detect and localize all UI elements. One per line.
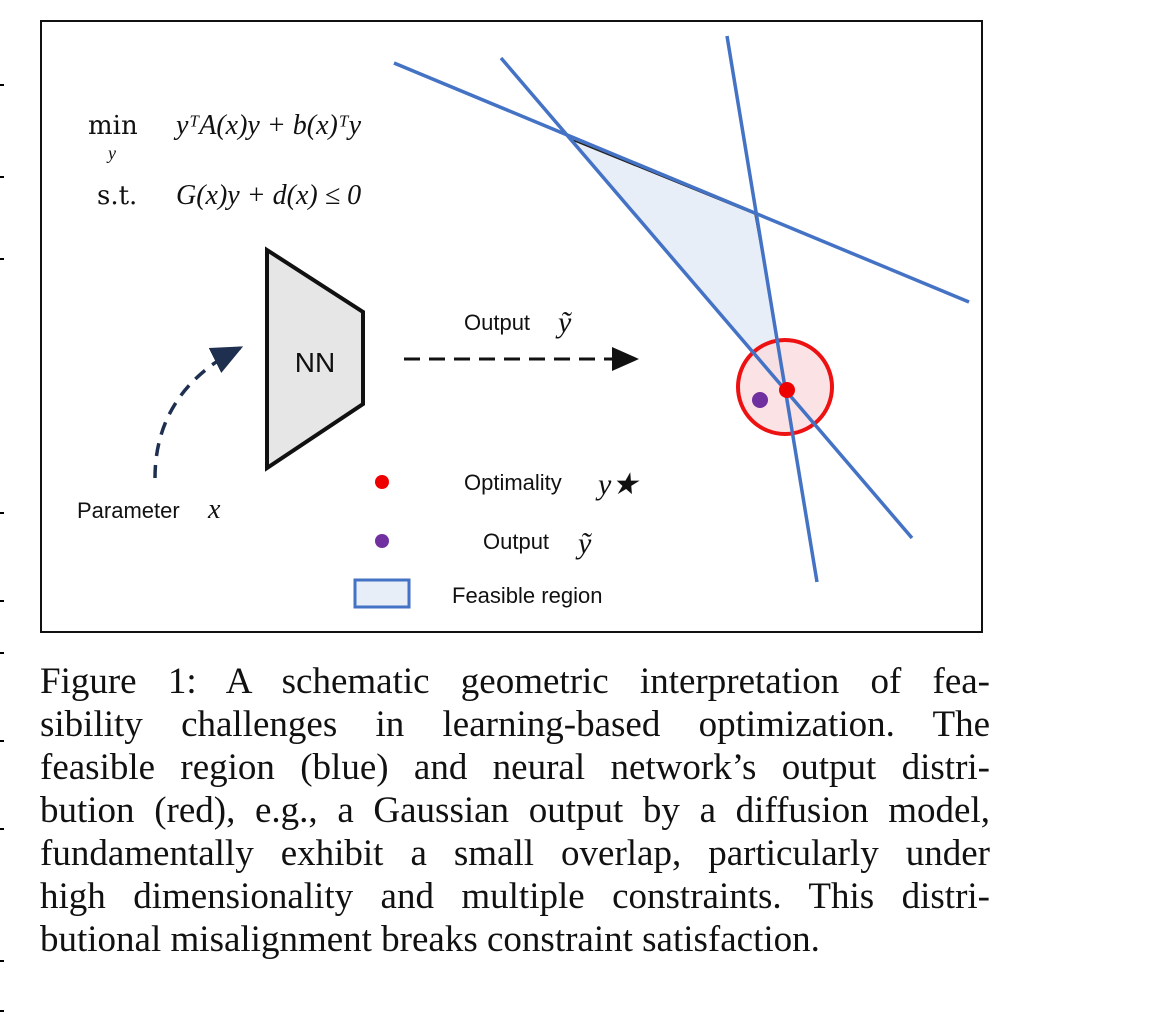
caption-line: bution (red), e.g., a Gaussian output by… — [40, 790, 990, 831]
legend-feasible-label: Feasible region — [452, 583, 602, 608]
figure-canvas: min y yᵀA(x)y + b(x)ᵀy s.t. G(x)y + d(x)… — [77, 35, 970, 609]
margin-tick — [0, 740, 4, 742]
geometric-interpretation — [393, 35, 970, 583]
legend-optimality-marker — [375, 475, 389, 489]
legend-output-symbol: ỹ — [575, 527, 592, 560]
objective-expression: yᵀA(x)y + b(x)ᵀy — [173, 110, 362, 141]
legend: Optimality y★ Output ỹ Feasible region — [353, 468, 640, 609]
constraint-line-2 — [499, 56, 914, 540]
margin-tick — [0, 652, 4, 654]
legend-feasible-swatch — [353, 578, 411, 609]
margin-tick — [0, 828, 4, 830]
output-arrow-symbol: ỹ — [555, 306, 572, 339]
optimization-problem: min y yᵀA(x)y + b(x)ᵀy s.t. G(x)y + d(x)… — [88, 110, 362, 211]
nn-label: NN — [295, 347, 335, 378]
constraint-line-3 — [725, 35, 819, 583]
subject-to: s.t. — [97, 181, 137, 211]
parameter-symbol: x — [207, 494, 221, 525]
constraint-expression: G(x)y + d(x) ≤ 0 — [176, 180, 361, 211]
constraint-line-1 — [393, 61, 970, 304]
figure-1: min y yᵀA(x)y + b(x)ᵀy s.t. G(x)y + d(x)… — [40, 20, 983, 633]
min-variable: y — [106, 143, 116, 163]
min-operator: min — [88, 111, 138, 141]
output-point — [752, 392, 768, 408]
caption-line: fundamentally exhibit a small overlap, p… — [40, 833, 990, 874]
margin-tick — [0, 600, 4, 602]
caption-line: feasible region (blue) and neural networ… — [40, 747, 990, 788]
margin-tick — [0, 258, 4, 260]
parameter-arrow — [153, 346, 244, 479]
caption-line: high dimensionality and multiple constra… — [40, 876, 990, 917]
legend-output-marker — [375, 534, 389, 548]
caption-line: Figure 1: A schematic geometric interpre… — [40, 661, 990, 702]
legend-output-label: Output — [483, 529, 549, 554]
margin-tick — [0, 1010, 4, 1012]
neural-network-block: NN — [265, 246, 365, 472]
caption-line: butional misalignment breaks constraint … — [40, 919, 820, 960]
output-arrow-label: Output — [464, 310, 530, 335]
margin-tick — [0, 84, 4, 86]
caption-line: sibility challenges in learning-based op… — [40, 704, 990, 745]
line-number-margin — [0, 0, 12, 1022]
margin-tick — [0, 960, 4, 962]
margin-tick — [0, 176, 4, 178]
legend-optimality-symbol: y★ — [595, 468, 640, 501]
legend-optimality-label: Optimality — [464, 470, 562, 495]
parameter-label: Parameter — [77, 498, 180, 523]
nn-trapezoid — [265, 246, 365, 472]
margin-tick — [0, 512, 4, 514]
optimal-point — [779, 382, 795, 398]
figure-caption: Figure 1: A schematic geometric interpre… — [40, 660, 990, 961]
